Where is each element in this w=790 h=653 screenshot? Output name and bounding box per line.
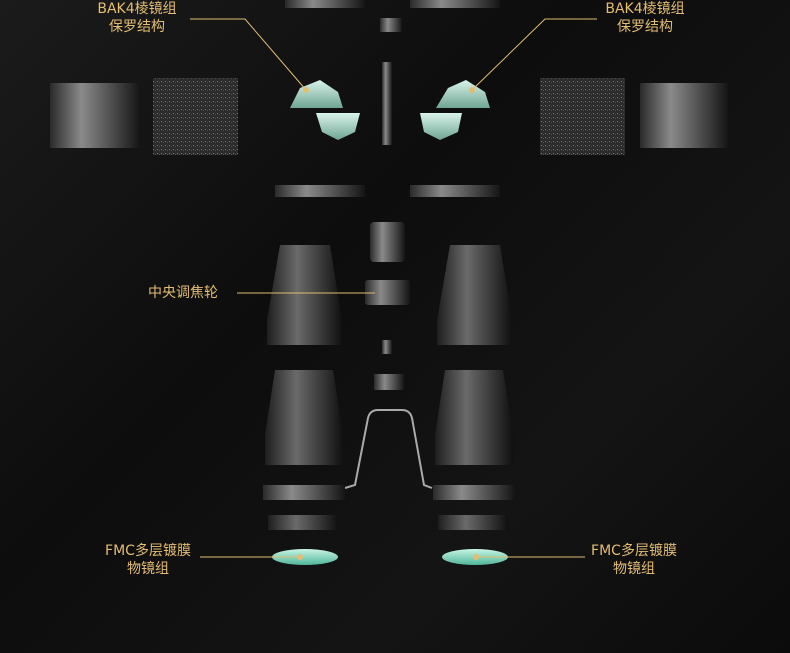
ring-left bbox=[263, 485, 345, 500]
eyepiece-grip-right bbox=[540, 78, 625, 155]
leader-dots bbox=[297, 87, 479, 560]
lens-cell-right bbox=[438, 515, 508, 530]
objective-label-right: FMC多层镀膜 物镜组 bbox=[576, 542, 692, 578]
objective-lens-left bbox=[272, 549, 338, 565]
prism-left-upper bbox=[290, 80, 343, 108]
eyecup-left bbox=[50, 83, 140, 148]
focus-wheel bbox=[365, 280, 410, 305]
top-plate-right bbox=[410, 0, 500, 8]
barrel-lower-right bbox=[435, 370, 513, 465]
ring-right bbox=[433, 485, 515, 500]
eyepiece-grip-left bbox=[153, 78, 238, 155]
top-plate-left bbox=[285, 0, 365, 8]
prism-right-lower bbox=[420, 113, 462, 140]
label-line: 物镜组 bbox=[127, 561, 169, 577]
label-line: FMC多层镀膜 bbox=[105, 543, 191, 559]
focus-nut bbox=[374, 374, 404, 390]
center-cap bbox=[380, 18, 402, 32]
prism-label-left: BAK4棱镜组 保罗结构 bbox=[82, 0, 192, 36]
objective-label-left: FMC多层镀膜 物镜组 bbox=[90, 542, 206, 578]
barrel-lower-left bbox=[265, 370, 343, 465]
prism-right-upper bbox=[436, 80, 490, 108]
focus-pin bbox=[382, 340, 392, 354]
body-plate-right bbox=[410, 185, 500, 197]
focus-wheel-label: 中央调焦轮 bbox=[148, 285, 218, 301]
leader-lines bbox=[190, 18, 597, 558]
lens-cell-left bbox=[268, 515, 338, 530]
barrel-upper-left bbox=[267, 245, 342, 345]
center-rod bbox=[382, 62, 392, 145]
focus-knob bbox=[370, 222, 405, 262]
prism-left-lower bbox=[316, 113, 360, 140]
body-plate-left bbox=[275, 185, 365, 197]
label-line: 保罗结构 bbox=[617, 19, 673, 35]
label-line: FMC多层镀膜 bbox=[591, 543, 677, 559]
label-line: 保罗结构 bbox=[109, 19, 165, 35]
eyecup-right bbox=[640, 83, 728, 148]
barrel-upper-right bbox=[437, 245, 512, 345]
prism-label-right: BAK4棱镜组 保罗结构 bbox=[590, 0, 700, 36]
label-line: BAK4棱镜组 bbox=[97, 1, 177, 17]
label-line: 物镜组 bbox=[613, 561, 655, 577]
label-line: BAK4棱镜组 bbox=[605, 1, 685, 17]
hinge-bridge bbox=[344, 409, 433, 489]
